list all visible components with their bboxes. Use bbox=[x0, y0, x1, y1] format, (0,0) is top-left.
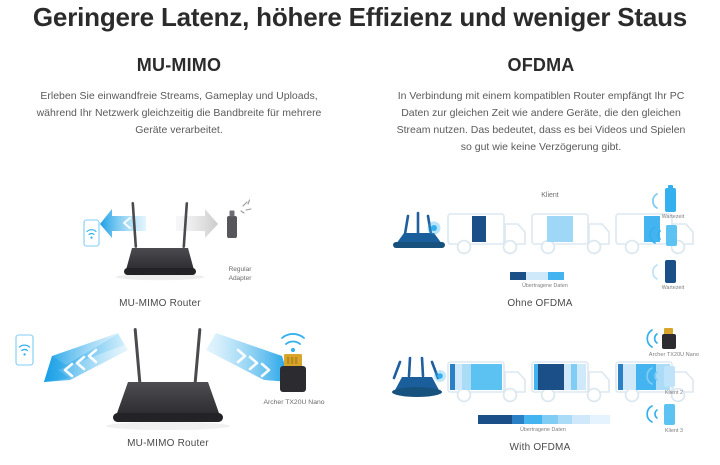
without-ofdma-caption: Ohne OFDMA bbox=[507, 298, 573, 309]
gray-arrow-right bbox=[176, 209, 218, 238]
client-3-wait-label: Wartezeit bbox=[661, 285, 685, 291]
truck-1 bbox=[447, 213, 526, 255]
client-phone-icon bbox=[15, 334, 34, 366]
client-device-1 bbox=[651, 185, 676, 212]
mimo-dual-caption: MU-MIMO Router bbox=[127, 438, 209, 449]
client-1-wait-label: Wartezeit bbox=[661, 214, 685, 220]
truck-2 bbox=[531, 213, 610, 255]
data-legend-label: Übertragene Daten bbox=[522, 283, 568, 289]
truck-2 bbox=[531, 361, 610, 403]
mimo-single-illustration bbox=[83, 199, 252, 281]
column-body-ofdma: In Verbindung mit einem kompatiblen Rout… bbox=[396, 90, 686, 153]
client-label: Klient bbox=[541, 192, 559, 199]
archer-nano-adapter-icon bbox=[280, 333, 306, 392]
with-ofdma-caption: With OFDMA bbox=[509, 442, 571, 453]
without-ofdma-illustration bbox=[393, 185, 694, 283]
client-device-2 bbox=[646, 366, 675, 387]
with-ofdma-illustration bbox=[392, 328, 694, 425]
page-title: Geringere Latenz, höhere Effizienz und w… bbox=[32, 2, 688, 32]
client-phone-icon bbox=[83, 219, 100, 247]
data-legend-bar bbox=[478, 415, 610, 424]
archer-nano-label: Archer TX20U Nano bbox=[263, 399, 325, 406]
archer-nano-client-icon bbox=[646, 328, 676, 349]
truck-1 bbox=[447, 361, 526, 403]
ofdma-router-icon bbox=[392, 356, 446, 397]
diagram-mimo-dual: Archer TX20U Nano MU-MIMO Router bbox=[0, 320, 360, 465]
client-3-label: Klient 3 bbox=[664, 428, 684, 434]
mimo-dual-illustration bbox=[15, 328, 306, 430]
data-legend-label: Übertragene Daten bbox=[520, 427, 566, 433]
diagram-without-ofdma: Klient Übertragene Daten Wartezeit Warte… bbox=[360, 180, 720, 320]
column-ofdma: OFDMA In Verbindung mit einem kompatible… bbox=[376, 55, 706, 156]
client-device-2 bbox=[649, 225, 677, 246]
diagram-with-ofdma: Archer TX20U Nano Klient 2 Klient 3 Über… bbox=[360, 320, 720, 465]
client-2-label: Klient 2 bbox=[664, 390, 684, 396]
diagram-mimo-single: Regular Adapter MU-MIMO Router bbox=[0, 180, 360, 320]
data-legend-bar bbox=[510, 272, 564, 280]
client-device-3 bbox=[646, 404, 675, 425]
mimo-router-icon bbox=[116, 202, 204, 281]
blue-arrow-left bbox=[44, 333, 128, 382]
column-body-mu-mimo: Erleben Sie einwandfreie Streams, Gamepl… bbox=[36, 90, 322, 136]
column-title-mu-mimo: MU-MIMO bbox=[136, 55, 222, 75]
ofdma-router-icon bbox=[393, 211, 445, 248]
column-mu-mimo: MU-MIMO Erleben Sie einwandfreie Streams… bbox=[14, 55, 344, 139]
client-device-3 bbox=[651, 260, 676, 283]
mimo-single-caption: MU-MIMO Router bbox=[119, 298, 201, 309]
regular-adapter-icon bbox=[227, 199, 252, 238]
column-title-ofdma: OFDMA bbox=[507, 55, 575, 75]
regular-adapter-label: Regular Adapter bbox=[228, 266, 252, 282]
blue-arrow-left bbox=[100, 209, 146, 238]
client-1-label: Archer TX20U Nano bbox=[648, 352, 700, 358]
mimo-router-icon bbox=[106, 328, 230, 430]
blue-arrow-right bbox=[206, 333, 290, 382]
